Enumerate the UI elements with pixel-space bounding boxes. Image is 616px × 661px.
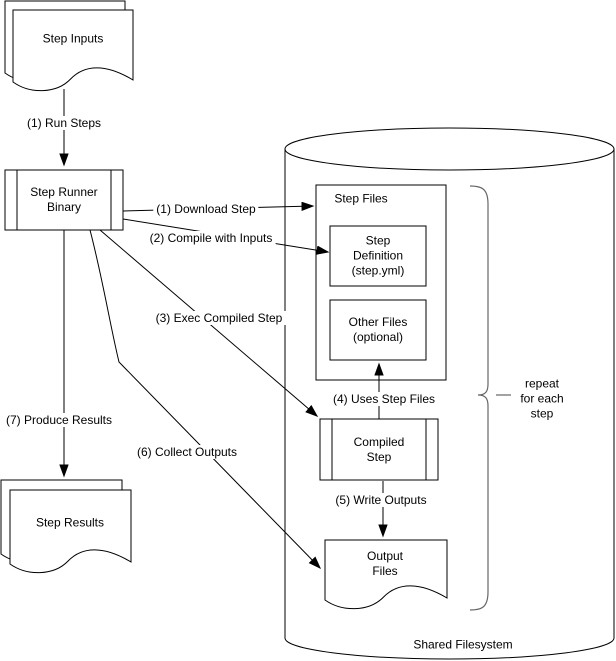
edge-produce-results-label: (7) Produce Results (2, 413, 116, 427)
edge-uses-step-files-label: (4) Uses Step Files (329, 392, 439, 406)
edge-compile-with-inputs-label: (2) Compile with Inputs (146, 231, 276, 245)
output-files-label: Output Files (366, 549, 404, 578)
step-results-doc (0, 479, 132, 574)
step-runner-box (4, 169, 124, 231)
step-inputs-doc (4, 0, 134, 92)
edge-download-step-label: (1) Download Step (153, 202, 259, 216)
edge-run-steps-label: (1) Run Steps (23, 116, 105, 130)
step-files-label: Step Files (334, 191, 388, 206)
other-files-box (329, 299, 427, 361)
edge-collect-outputs (89, 229, 320, 568)
edge-exec-compiled-step-label: (3) Exec Compiled Step (152, 311, 286, 325)
step-definition-label: Step Definition (step.yml) (351, 233, 405, 278)
step-definition-box (329, 225, 427, 287)
repeat-brace (469, 185, 511, 611)
step-inputs-label: Step Inputs (42, 31, 104, 46)
edge-collect-outputs-label: (6) Collect Outputs (133, 445, 241, 459)
step-runner-label: Step Runner Binary (30, 185, 98, 214)
compiled-step-label: Compiled Step (353, 435, 405, 464)
output-files-doc (324, 539, 448, 610)
shared-filesystem-label: Shared Filesystem (413, 637, 513, 652)
edge-write-outputs-label: (5) Write Outputs (332, 493, 430, 507)
repeat-note-label: repeat for each step (520, 376, 564, 421)
other-files-label: Other Files (optional) (348, 315, 408, 344)
step-results-label: Step Results (35, 515, 105, 530)
